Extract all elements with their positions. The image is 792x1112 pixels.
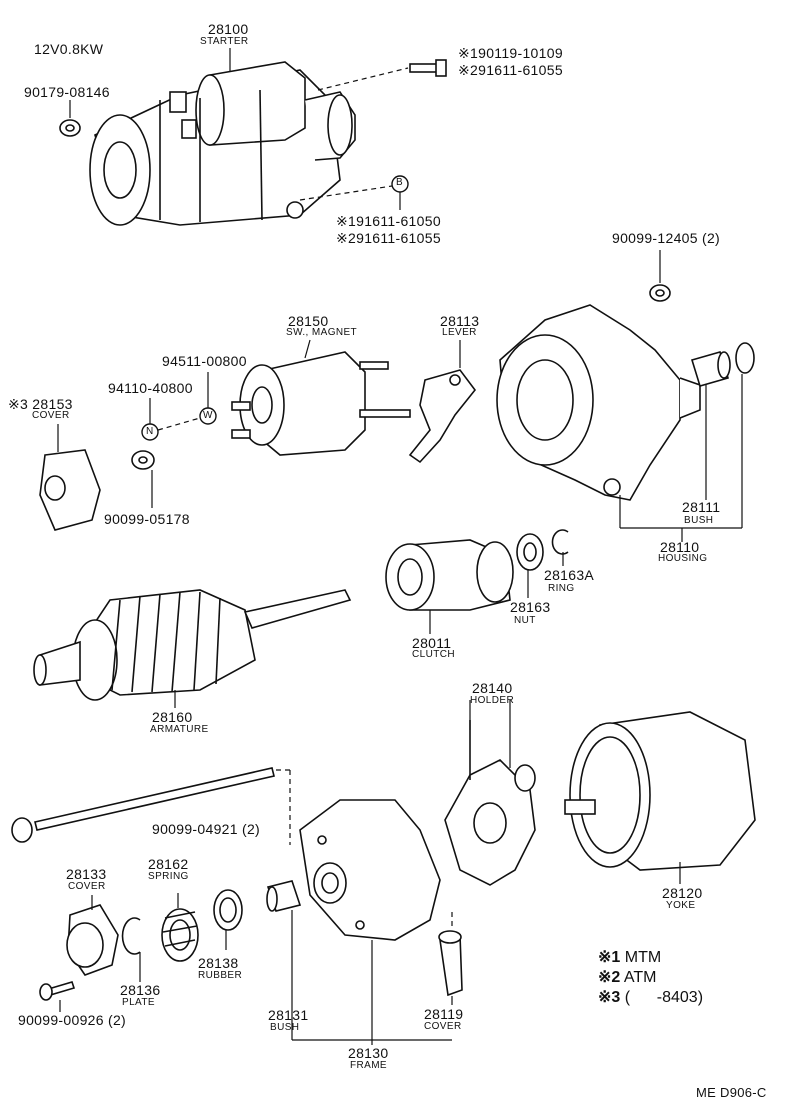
part-name-ring: RING xyxy=(548,583,575,594)
part-number-rubber: 28138 xyxy=(198,955,239,971)
part-name-cover-frame: COVER xyxy=(424,1021,462,1032)
armature-drawing xyxy=(33,589,352,701)
frame-drawing xyxy=(299,799,441,941)
part-number-washer-top: 90099-12405 (2) xyxy=(612,230,721,246)
part-name-frame: FRAME xyxy=(350,1060,387,1071)
part-name-holder: HOLDER xyxy=(470,695,515,706)
part-number-magnet-switch: 28150 xyxy=(288,313,329,329)
part-number-end-cover: 28133 xyxy=(66,866,107,882)
part-number-bush-housing: 28111 xyxy=(682,499,721,515)
ring-drawing xyxy=(551,529,569,555)
starter-nut-drawing xyxy=(59,119,81,137)
part-number-nut: 28163 xyxy=(510,599,551,615)
magnet-switch-drawing xyxy=(231,351,411,456)
part-number-holder: 28140 xyxy=(472,680,513,696)
part-number-bolt-a1: ※190119-10109 xyxy=(458,45,563,61)
bolt-a-drawing xyxy=(409,59,447,77)
part-number-bolt-b2: ※291611-61055 xyxy=(336,230,441,246)
part-name-end-cover: COVER xyxy=(68,881,106,892)
part-number-yoke: 28120 xyxy=(662,885,703,901)
grommet-drawing xyxy=(131,450,155,470)
part-number-armature: 28160 xyxy=(152,709,193,725)
legend-text: ATM xyxy=(623,969,657,986)
part-number-bolt-a2: ※291611-61055 xyxy=(458,62,563,78)
part-name-rubber: RUBBER xyxy=(198,970,243,981)
part-number-grommet: 90099-05178 xyxy=(104,511,190,527)
part-number-starter: 28100 xyxy=(208,21,249,37)
through-bolt-drawing xyxy=(11,767,275,843)
part-number-cover-frame: 28119 xyxy=(424,1006,464,1022)
nut-drawing xyxy=(516,533,544,571)
part-name-magnet-switch: SW., MAGNET xyxy=(286,327,358,338)
part-number-bush-frame: 28131 xyxy=(268,1007,309,1023)
legend-item: ※1 MTM xyxy=(598,947,703,967)
spring-drawing xyxy=(161,908,199,962)
part-number-lever: 28113 xyxy=(440,313,480,329)
part-number-ring: 28163A xyxy=(544,567,595,583)
legend-mark: ※2 xyxy=(598,969,621,986)
part-number-starter-nut: 90179-08146 xyxy=(24,84,110,100)
part-name-nut: NUT xyxy=(514,615,536,626)
part-name-cover-small: COVER xyxy=(32,410,70,421)
end-cover-drawing xyxy=(66,904,119,976)
part-number-housing: 28110 xyxy=(660,539,700,555)
part-name-yoke: YOKE xyxy=(666,900,696,911)
part-name-armature: ARMATURE xyxy=(150,724,209,735)
part-number-spring: 28162 xyxy=(148,856,189,872)
part-name-spring: SPRING xyxy=(148,871,189,882)
legend-mark: ※1 xyxy=(598,949,621,966)
part-name-starter: STARTER xyxy=(200,36,249,47)
legend-text: MTM xyxy=(624,949,662,966)
cap-drawing xyxy=(735,342,755,374)
cover-frame-drawing xyxy=(438,930,463,997)
clutch-drawing xyxy=(385,539,514,611)
legend-item: ※3 ( -8403) xyxy=(598,987,703,1007)
legend-text: ( -8403) xyxy=(624,989,704,1006)
marker-n: N xyxy=(146,426,154,437)
bush-housing-drawing xyxy=(690,351,731,387)
diagram-code: ME D906-C xyxy=(696,1085,767,1100)
legend-item: ※2 ATM xyxy=(598,967,703,987)
legend: ※1 MTM ※2 ATM ※3 ( -8403) xyxy=(598,947,703,1007)
part-name-housing: HOUSING xyxy=(658,553,708,564)
part-number-clutch: 28011 xyxy=(412,635,452,651)
rubber-drawing xyxy=(213,889,243,931)
part-number-washer-w: 94511-00800 xyxy=(162,353,247,369)
part-number-nut-n: 94110-40800 xyxy=(108,380,193,396)
screw-drawing xyxy=(39,981,76,1001)
starter-drawing xyxy=(89,61,356,226)
legend-mark: ※3 xyxy=(598,989,621,1006)
holder-drawing xyxy=(444,720,536,886)
part-name-plate: PLATE xyxy=(122,997,155,1008)
part-number-cover-small: ※3 28153 xyxy=(8,396,73,412)
part-number-screw: 90099-00926 (2) xyxy=(18,1012,127,1028)
bush-frame-drawing xyxy=(266,880,302,912)
lever-drawing xyxy=(408,369,477,464)
spec-label: 12V0.8KW xyxy=(34,41,104,57)
part-name-clutch: CLUTCH xyxy=(412,649,455,660)
plate-drawing xyxy=(121,917,141,955)
part-name-bush-frame: BUSH xyxy=(270,1022,300,1033)
yoke-drawing xyxy=(564,711,756,871)
marker-b: B xyxy=(396,177,403,188)
part-number-frame: 28130 xyxy=(348,1045,389,1061)
part-number-through-bolt: 90099-04921 (2) xyxy=(152,821,261,837)
cover-small-drawing xyxy=(39,449,101,531)
part-name-lever: LEVER xyxy=(442,327,477,338)
part-name-bush-housing: BUSH xyxy=(684,515,714,526)
marker-w: W xyxy=(203,410,213,421)
part-number-bolt-b1: ※191611-61050 xyxy=(336,213,441,229)
housing-drawing xyxy=(496,304,701,501)
washer-top-drawing xyxy=(649,284,671,302)
part-number-plate: 28136 xyxy=(120,982,161,998)
